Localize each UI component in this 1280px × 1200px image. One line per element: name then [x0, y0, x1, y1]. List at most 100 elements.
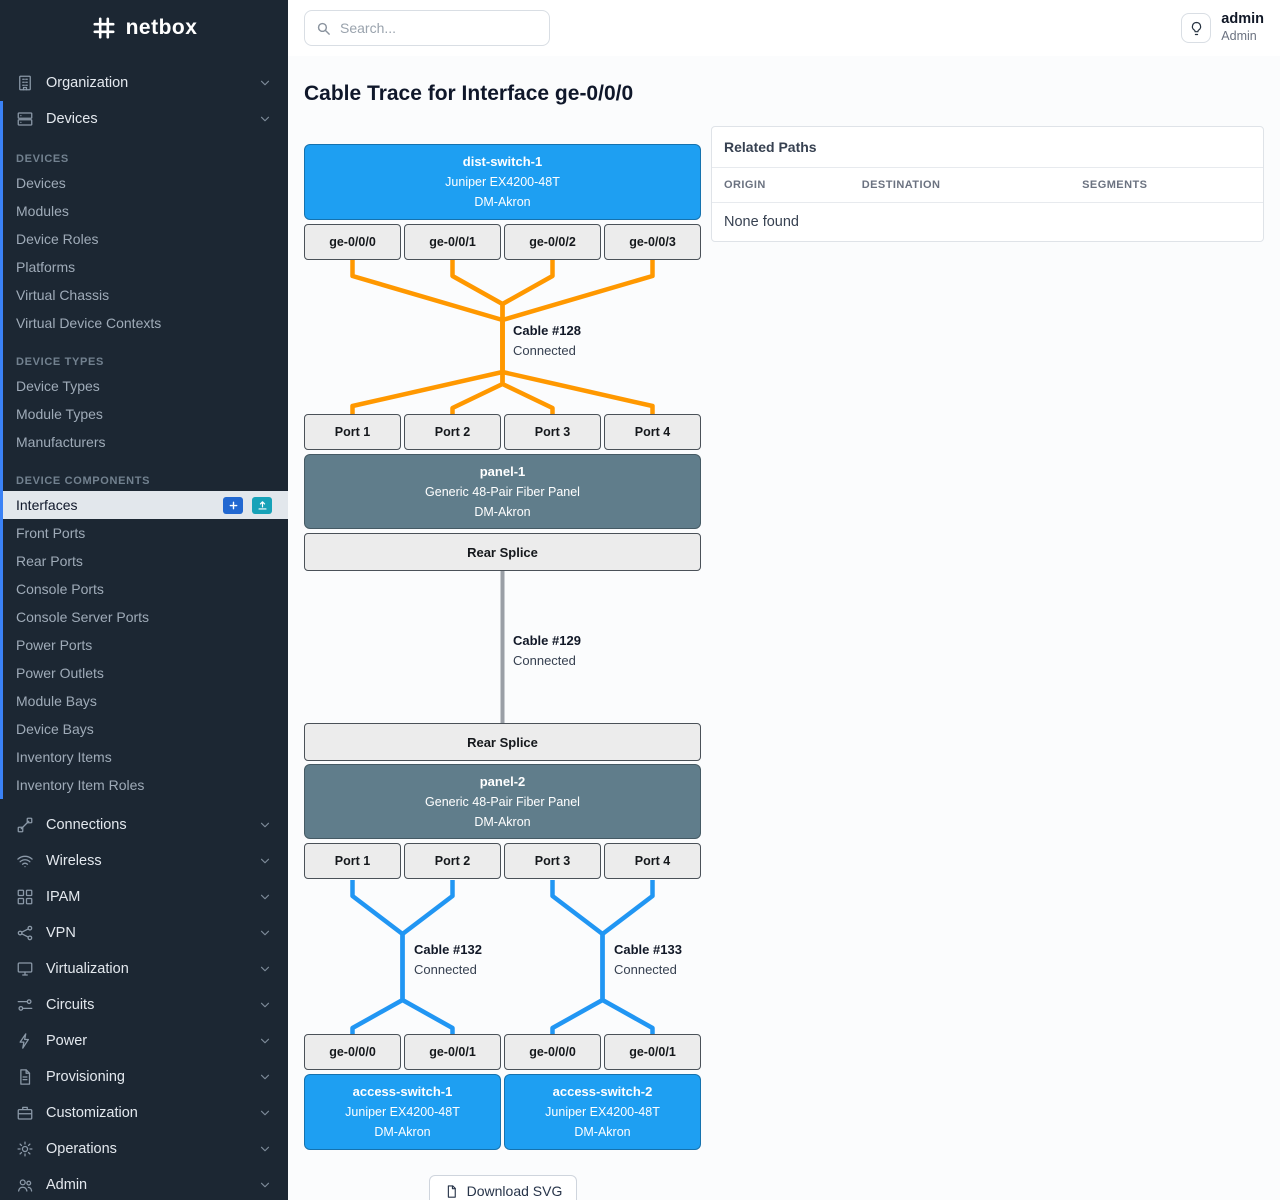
chevron-down-icon	[258, 926, 272, 940]
add-button[interactable]	[223, 496, 243, 514]
section-heading-device-components: DEVICE COMPONENTS	[16, 475, 151, 487]
sidebar-item-label: Customization	[46, 1105, 138, 1121]
sidebar-item-device-bays[interactable]: Device Bays	[16, 721, 94, 737]
sidebar-item-connections[interactable]: Connections	[0, 807, 288, 843]
sidebar-item-inventory-item-roles[interactable]: Inventory Item Roles	[16, 777, 145, 793]
cable-132-label[interactable]: Cable #132 Connected	[414, 940, 482, 980]
chevron-down-icon	[258, 1106, 272, 1120]
related-paths-card: Related Paths ORIGIN DESTINATION SEGMENT…	[711, 126, 1264, 242]
sidebar-item-label: Wireless	[46, 853, 102, 869]
share-nodes-icon	[16, 924, 34, 942]
chevron-down-icon	[258, 998, 272, 1012]
sidebar-item-device-types[interactable]: Device Types	[16, 378, 100, 394]
cable-lines	[350, 260, 655, 1034]
file-download-icon	[444, 1184, 459, 1199]
sidebar-item-power-outlets[interactable]: Power Outlets	[16, 665, 104, 681]
sidebar-item-ipam[interactable]: IPAM	[0, 879, 288, 915]
device-site: DM-Akron	[474, 195, 531, 209]
brand-name: netbox	[125, 16, 198, 39]
trace-port-ge-0-0-1[interactable]: ge-0/0/1	[404, 224, 501, 260]
trace-port-access2-ge-0-0-1[interactable]: ge-0/0/1	[604, 1034, 701, 1070]
trace-port-panel2-port1[interactable]: Port 1	[304, 843, 401, 879]
sidebar-item-vpn[interactable]: VPN	[0, 915, 288, 951]
trace-node-dist-switch-1[interactable]: dist-switch-1 Juniper EX4200-48T DM-Akro…	[304, 144, 701, 220]
sidebar-item-label: Power	[46, 1033, 88, 1049]
trace-node-panel-1[interactable]: panel-1 Generic 48-Pair Fiber Panel DM-A…	[304, 454, 701, 529]
page-title: Cable Trace for Interface ge-0/0/0	[304, 82, 634, 105]
trace-port-panel2-port4[interactable]: Port 4	[604, 843, 701, 879]
chevron-down-icon	[258, 76, 272, 90]
sidebar-item-devices[interactable]: Devices	[3, 101, 288, 137]
theme-toggle-button[interactable]	[1181, 13, 1212, 43]
device-type: Juniper EX4200-48T	[545, 1105, 660, 1119]
rear-splice-2[interactable]: Rear Splice	[304, 723, 701, 761]
users-icon	[16, 1176, 34, 1194]
trace-port-ge-0-0-0[interactable]: ge-0/0/0	[304, 224, 401, 260]
sidebar-item-power-ports[interactable]: Power Ports	[16, 637, 93, 653]
trace-node-panel-2[interactable]: panel-2 Generic 48-Pair Fiber Panel DM-A…	[304, 764, 701, 839]
sidebar-item-console-server-ports[interactable]: Console Server Ports	[16, 609, 150, 625]
trace-port-panel1-port2[interactable]: Port 2	[404, 414, 501, 450]
search-box[interactable]	[304, 10, 550, 46]
empty-state-text: None found	[724, 214, 799, 230]
sidebar-item-rear-ports[interactable]: Rear Ports	[16, 553, 83, 569]
sidebar-item-provisioning[interactable]: Provisioning	[0, 1059, 288, 1095]
import-button[interactable]	[252, 496, 272, 514]
cable-status: Connected	[614, 962, 677, 977]
trace-port-panel1-port3[interactable]: Port 3	[504, 414, 601, 450]
sidebar-item-label: Devices	[46, 111, 98, 127]
building-icon	[16, 74, 34, 92]
netbox-logo-icon	[91, 15, 117, 41]
trace-node-access-switch-1[interactable]: access-switch-1 Juniper EX4200-48T DM-Ak…	[304, 1074, 501, 1150]
device-name: panel-2	[479, 773, 526, 789]
sidebar-item-power[interactable]: Power	[0, 1023, 288, 1059]
sidebar-item-label: Virtualization	[46, 961, 129, 977]
sidebar-item-operations[interactable]: Operations	[0, 1131, 288, 1167]
sidebar-item-module-types[interactable]: Module Types	[16, 406, 103, 422]
trace-port-panel1-port4[interactable]: Port 4	[604, 414, 701, 450]
sidebar-item-inventory-items[interactable]: Inventory Items	[16, 749, 112, 765]
sidebar-item-manufacturers[interactable]: Manufacturers	[16, 434, 106, 450]
netbox-logo[interactable]: netbox	[0, 0, 288, 56]
trace-port-ge-0-0-3[interactable]: ge-0/0/3	[604, 224, 701, 260]
trace-port-panel1-port1[interactable]: Port 1	[304, 414, 401, 450]
lightbulb-icon	[1188, 20, 1205, 37]
sidebar-item-module-bays[interactable]: Module Bays	[16, 693, 97, 709]
trace-node-access-switch-2[interactable]: access-switch-2 Juniper EX4200-48T DM-Ak…	[504, 1074, 701, 1150]
user-menu[interactable]: admin Admin	[1221, 11, 1264, 45]
sidebar-item-platforms[interactable]: Platforms	[16, 259, 76, 275]
rear-splice-1[interactable]: Rear Splice	[304, 533, 701, 571]
cable-129-label[interactable]: Cable #129 Connected	[513, 631, 581, 671]
grid-icon	[16, 888, 34, 906]
sidebar-item-device-roles[interactable]: Device Roles	[16, 231, 99, 247]
sidebar-item-virtual-device-contexts[interactable]: Virtual Device Contexts	[16, 315, 162, 331]
sidebar-item-virtualization[interactable]: Virtualization	[0, 951, 288, 987]
search-input[interactable]	[340, 20, 539, 36]
device-name: access-switch-1	[352, 1084, 453, 1099]
sidebar-item-front-ports[interactable]: Front Ports	[16, 525, 86, 541]
trace-port-panel2-port3[interactable]: Port 3	[504, 843, 601, 879]
sidebar-item-devices-list[interactable]: Devices	[16, 175, 66, 191]
sidebar-item-customization[interactable]: Customization	[0, 1095, 288, 1131]
trace-port-access1-ge-0-0-0[interactable]: ge-0/0/0	[304, 1034, 401, 1070]
trace-port-access1-ge-0-0-1[interactable]: ge-0/0/1	[404, 1034, 501, 1070]
cable-128-label[interactable]: Cable #128 Connected	[513, 321, 581, 361]
column-destination: DESTINATION	[849, 168, 1071, 203]
sidebar-item-circuits[interactable]: Circuits	[0, 987, 288, 1023]
sidebar-item-label: VPN	[46, 925, 76, 941]
sidebar-item-interfaces[interactable]: Interfaces	[3, 491, 288, 519]
sidebar-item-console-ports[interactable]: Console Ports	[16, 581, 104, 597]
trace-port-access2-ge-0-0-0[interactable]: ge-0/0/0	[504, 1034, 601, 1070]
sidebar-item-wireless[interactable]: Wireless	[0, 843, 288, 879]
trace-port-ge-0-0-2[interactable]: ge-0/0/2	[504, 224, 601, 260]
sidebar-item-admin[interactable]: Admin	[0, 1167, 288, 1200]
sidebar-item-organization[interactable]: Organization	[0, 65, 288, 101]
sidebar-item-modules[interactable]: Modules	[16, 203, 69, 219]
sidebar-item-virtual-chassis[interactable]: Virtual Chassis	[16, 287, 110, 303]
topbar: admin Admin	[288, 0, 1280, 56]
download-svg-button[interactable]: Download SVG	[428, 1175, 578, 1200]
cable-133-label[interactable]: Cable #133 Connected	[614, 940, 682, 980]
device-type: Juniper EX4200-48T	[345, 1105, 460, 1119]
user-role: Admin	[1221, 29, 1257, 43]
trace-port-panel2-port2[interactable]: Port 2	[404, 843, 501, 879]
